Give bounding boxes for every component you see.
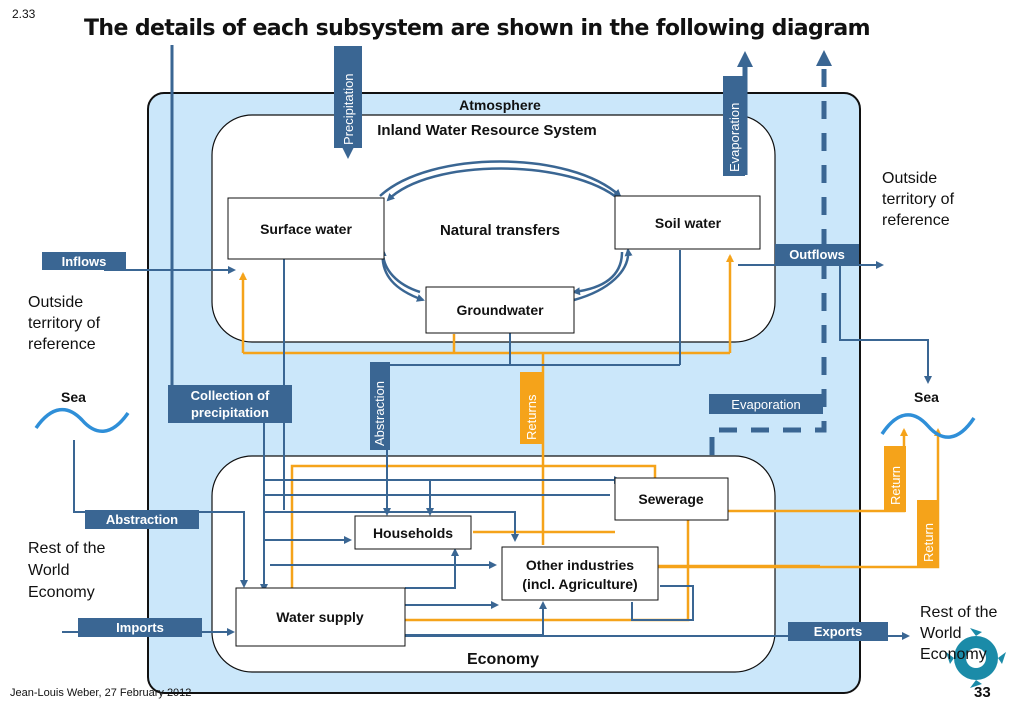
- sewerage-label: Sewerage: [638, 491, 704, 507]
- page-title: The details of each subsystem are shown …: [84, 16, 871, 41]
- abstraction-sea-label: Abstraction: [106, 512, 178, 527]
- surface-water-box: [227, 197, 385, 260]
- imports-box: [78, 618, 202, 637]
- return-1-label: Return: [888, 466, 903, 505]
- rest-of-world-right-1: Rest of the: [920, 604, 998, 621]
- precipitation-label-box: [334, 46, 362, 148]
- households-box: [354, 515, 472, 550]
- return-2-box: [917, 500, 939, 568]
- soil-water-box: [614, 195, 761, 250]
- sea-wave-left: [34, 407, 130, 433]
- abstraction-vertical-label: Abstraction: [372, 381, 387, 446]
- outside-left: Outside territory of reference: [28, 292, 100, 355]
- outside-right-top-3: reference: [882, 212, 950, 229]
- other-industries-box: [501, 546, 659, 601]
- outflows-label: Outflows: [789, 247, 845, 262]
- economy-label: Economy: [467, 651, 539, 668]
- rest-of-world-right-3: Economy: [920, 646, 987, 663]
- collection-box: [168, 385, 292, 423]
- exports-label: Exports: [814, 624, 862, 639]
- outside-right-top: Outside territory of reference: [882, 168, 954, 231]
- inland-label: Inland Water Resource System: [377, 122, 597, 139]
- outflows-box: [775, 244, 859, 264]
- evaporation-top-label-box: [723, 76, 745, 176]
- households-label: Households: [373, 525, 453, 541]
- natural-transfers-label: Natural transfers: [440, 222, 560, 239]
- footer-author: Jean-Louis Weber, 27 February 2012: [10, 687, 192, 699]
- other-industries-label-2: (incl. Agriculture): [522, 576, 637, 592]
- precipitation-label: Precipitation: [341, 73, 356, 145]
- outside-right-top-2: territory of: [882, 191, 955, 208]
- natural-transfer-arrows: [378, 160, 633, 302]
- sea-wave-right: [880, 413, 976, 439]
- returns-vertical-label: Returns: [524, 394, 539, 440]
- water-supply-label: Water supply: [276, 609, 364, 625]
- rest-of-world-left-3: Economy: [28, 584, 95, 601]
- atmosphere-label: Atmosphere: [459, 97, 541, 113]
- other-industries-label-1: Other industries: [526, 557, 634, 573]
- rest-of-world-left-2: World: [28, 562, 70, 579]
- collection-label-2: precipitation: [191, 405, 269, 420]
- outside-right-top-1: Outside: [882, 170, 938, 187]
- evaporation-mid-box: [709, 394, 823, 414]
- inland-water-box: [211, 114, 776, 343]
- abstraction-sea-box: [85, 510, 199, 529]
- inflows-box: [42, 252, 126, 270]
- returns-vertical-box: [520, 372, 542, 444]
- soil-water-label: Soil water: [655, 215, 722, 231]
- abstraction-vertical-box: [370, 362, 390, 450]
- rest-of-world-right-2: World: [920, 625, 962, 642]
- outside-left-1: Outside: [28, 294, 84, 311]
- rest-of-world-left: Rest of the World Economy: [28, 538, 105, 604]
- evaporation-mid-label: Evaporation: [731, 397, 800, 412]
- slide-number: 2.33: [12, 7, 36, 21]
- return-2-label: Return: [921, 523, 936, 562]
- evaporation-dashed-head: [816, 50, 832, 66]
- outside-left-3: reference: [28, 336, 96, 353]
- rest-of-world-right: Rest of the World Economy: [920, 602, 997, 665]
- imports-label: Imports: [116, 620, 164, 635]
- surface-water-label: Surface water: [260, 221, 352, 237]
- groundwater-box: [425, 286, 575, 334]
- inflows-label: Inflows: [62, 254, 107, 269]
- exports-box: [788, 622, 888, 641]
- water-supply-box: [235, 587, 406, 647]
- page-number: 33: [974, 684, 991, 701]
- return-1-box: [884, 446, 906, 512]
- evaporation-top-label: Evaporation: [727, 103, 742, 172]
- sewerage-box: [614, 477, 729, 521]
- outside-left-2: territory of: [28, 315, 101, 332]
- collection-label-1: Collection of: [191, 388, 270, 403]
- sea-left-label: Sea: [61, 389, 86, 405]
- logo-icon: [946, 628, 1006, 688]
- sea-right-label: Sea: [914, 389, 939, 405]
- rest-of-world-left-1: Rest of the: [28, 540, 106, 557]
- groundwater-label: Groundwater: [456, 302, 544, 318]
